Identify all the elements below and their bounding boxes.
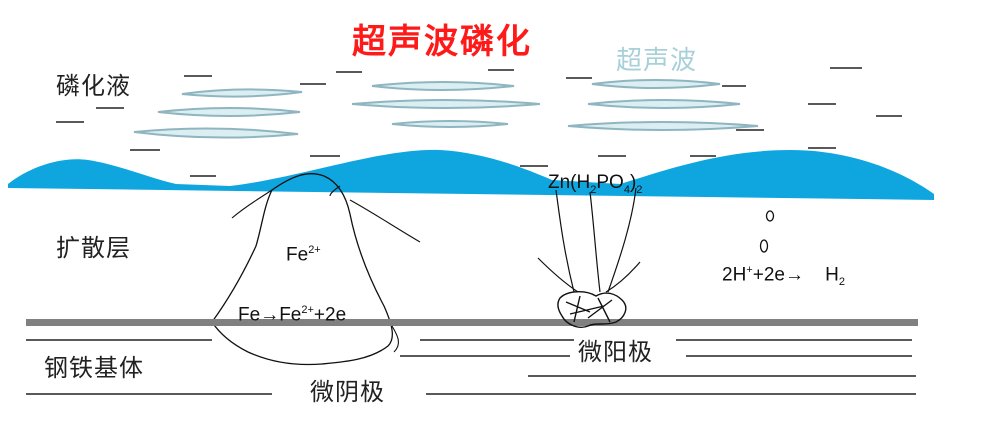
wave-arc (133, 127, 299, 139)
hydrogen-reaction-equation: 2H++2e→ H2 (722, 264, 845, 289)
crack-line (329, 185, 341, 197)
ultrasonic-waves (133, 79, 759, 139)
liquid-dashes (56, 67, 902, 177)
wave-arc (371, 81, 515, 91)
wave-arc (587, 99, 741, 109)
wave-arc (351, 99, 541, 109)
water-surface (8, 149, 934, 200)
wave-arc (157, 107, 301, 117)
wave-arc (591, 79, 721, 89)
zinc-phosphate-formula: Zn(H2PO4)2 (548, 172, 643, 196)
cathode-pit-outline (211, 173, 394, 366)
substrate-surface-band (26, 319, 918, 326)
liquid-layer-label: 磷化液 (56, 72, 131, 100)
micro-cathode-label: 微阴极 (310, 378, 385, 406)
diffusion-layer-label: 扩散层 (56, 234, 131, 262)
anode-crystal-patch (557, 291, 627, 328)
wave-arc (181, 88, 303, 98)
anode-cracks (537, 187, 641, 293)
hydrogen-bubble (765, 210, 775, 222)
crack-line (349, 199, 421, 243)
diagram-title: 超声波磷化 (352, 22, 532, 62)
ultrasound-label: 超声波 (616, 46, 698, 76)
hydrogen-bubble (759, 239, 769, 253)
micro-anode-label: 微阳极 (578, 338, 653, 366)
substrate-lines (26, 339, 916, 395)
crack-line (231, 189, 273, 219)
anodic-reaction-equation: Fe→Fe2++2e (238, 304, 347, 326)
wave-arc (391, 120, 509, 128)
ferrous-ion-label: Fe2+ (286, 244, 321, 266)
wave-arc (567, 121, 759, 131)
substrate-layer-label: 钢铁基体 (44, 354, 144, 382)
crack-line (391, 325, 400, 353)
